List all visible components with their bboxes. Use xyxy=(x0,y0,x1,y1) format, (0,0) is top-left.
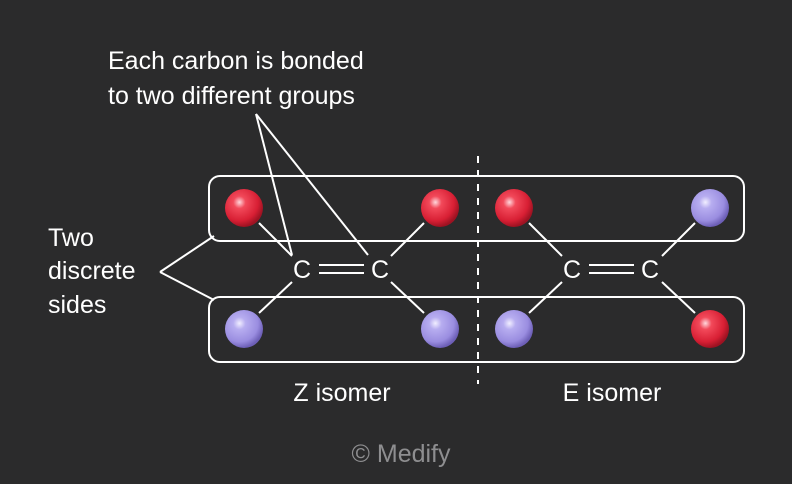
z-carbon-left: C xyxy=(293,256,311,284)
side-pointer-top xyxy=(159,235,215,273)
z-isomer-label: Z isomer xyxy=(293,379,390,407)
z-bottom-right-group xyxy=(421,310,459,348)
e-top-right-group xyxy=(691,189,729,227)
e-isomer-bonds xyxy=(528,222,696,314)
e-isomer-label: E isomer xyxy=(563,379,662,407)
top-side-box xyxy=(208,175,745,242)
e-carbon-left: C xyxy=(563,256,581,284)
e-bottom-left-group xyxy=(495,310,533,348)
callout-left-line1: Two xyxy=(48,224,94,252)
callout-pointer-right-carbon xyxy=(255,113,369,256)
callout-top-line2: to two different groups xyxy=(108,82,355,110)
z-top-left-group xyxy=(225,189,263,227)
callout-left-line3: sides xyxy=(48,291,106,319)
z-top-right-group xyxy=(421,189,459,227)
z-carbon-right: C xyxy=(371,256,389,284)
e-bottom-right-group xyxy=(691,310,729,348)
e-top-left-group xyxy=(495,189,533,227)
callout-pointer-left-carbon xyxy=(255,113,293,256)
medify-watermark: © Medify xyxy=(352,440,451,468)
bottom-side-box xyxy=(208,296,745,363)
z-isomer-bonds xyxy=(258,222,425,314)
callout-left-line2: discrete xyxy=(48,257,136,285)
callout-top-line1: Each carbon is bonded xyxy=(108,47,364,75)
e-carbon-right: C xyxy=(641,256,659,284)
side-pointer-bottom xyxy=(159,271,215,301)
z-bottom-left-group xyxy=(225,310,263,348)
